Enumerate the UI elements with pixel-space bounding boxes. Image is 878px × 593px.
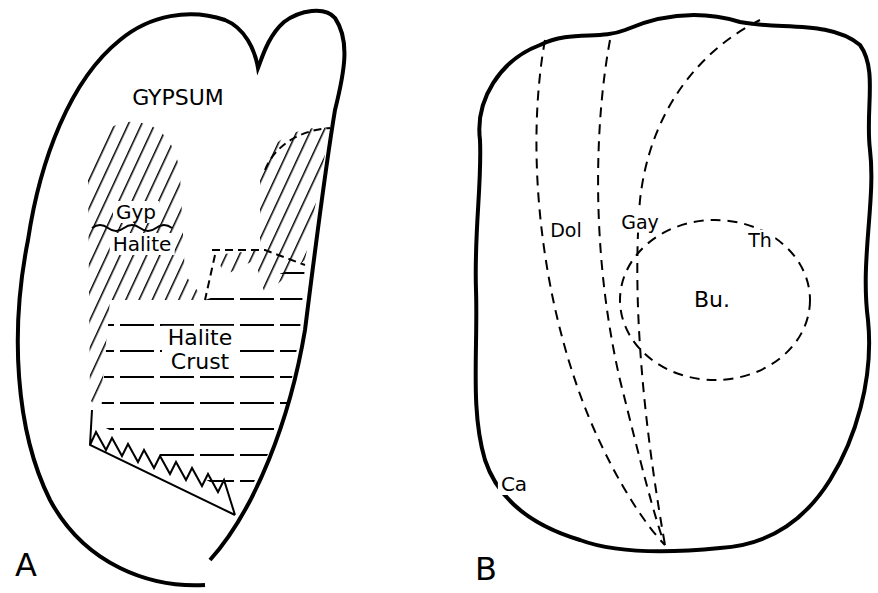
hatched-lobe <box>215 128 330 295</box>
mineral-label: Gyp <box>113 201 159 223</box>
mineral-label: Halite <box>110 233 175 255</box>
mineral-label: Halite Crust <box>162 326 238 374</box>
panel-letter: B <box>472 552 500 587</box>
panel-letter: A <box>12 548 40 583</box>
mineral-label: Dol <box>547 220 585 241</box>
mineral-label: Gay <box>618 212 662 233</box>
mineral-label: Th <box>745 230 775 251</box>
mineral-label: Ca <box>498 473 530 495</box>
mineral-label: GYPSUM <box>129 86 227 110</box>
lobe-edge <box>205 128 330 300</box>
crust-base <box>90 410 235 515</box>
grain-outline-a <box>18 11 345 586</box>
contact-line <box>92 225 172 231</box>
grain-outline-b <box>476 15 872 551</box>
zone-boundary <box>536 20 810 545</box>
mineral-label: Bu. <box>691 288 733 312</box>
